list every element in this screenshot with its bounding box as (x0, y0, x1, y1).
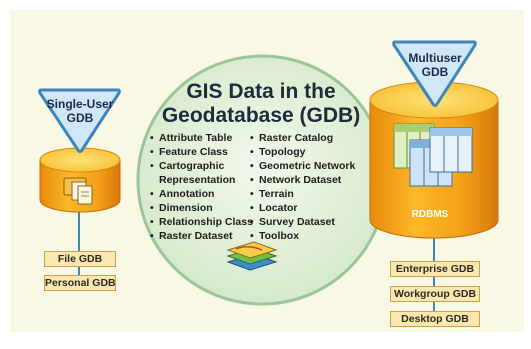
enterprise-gdb-tag: Enterprise GDB (390, 261, 480, 277)
single-user-label-line1: Single-User (46, 97, 114, 111)
list-item: Raster Dataset (150, 229, 253, 243)
list-item: Raster Catalog (250, 131, 355, 145)
rdbms-label: RDBMS (411, 209, 449, 220)
left-data-type-list: Attribute Table Feature Class Cartograph… (150, 131, 253, 243)
single-user-gdb-label: Single-User GDB (45, 97, 115, 125)
list-item: Cartographic (150, 159, 253, 173)
list-item: Geometric Network (250, 159, 355, 173)
list-item: Feature Class (150, 145, 253, 159)
desktop-gdb-tag: Desktop GDB (390, 311, 480, 327)
title-line2: Geodatabase (GDB) (161, 104, 361, 127)
multiuser-triangle (392, 40, 477, 107)
list-item: Topology (250, 145, 355, 159)
list-item: Attribute Table (150, 131, 253, 145)
list-item: Relationship Class (150, 215, 253, 229)
geodatabase-title: GIS Data in the Geodatabase (GDB) (150, 80, 372, 128)
list-item: Network Dataset (250, 173, 355, 187)
file-gdb-tag: File GDB (44, 251, 116, 267)
list-item: Terrain (250, 187, 355, 201)
list-item: Toolbox (250, 229, 355, 243)
multiuser-label-line1: Multiuser (408, 51, 462, 65)
right-data-type-list: Raster Catalog Topology Geometric Networ… (250, 131, 355, 243)
list-item: Annotation (150, 187, 253, 201)
personal-gdb-tag: Personal GDB (44, 275, 116, 291)
map-layers-icon (226, 241, 278, 271)
single-user-triangle (38, 88, 121, 153)
folder-files-icon (63, 177, 93, 205)
single-user-label-line2: GDB (66, 111, 94, 125)
tables-icon (393, 123, 473, 187)
list-item: Survey Dataset (250, 215, 355, 229)
multiuser-gdb-label: Multiuser GDB (400, 51, 470, 79)
title-line1: GIS Data in the (186, 80, 336, 103)
list-item-continuation: Representation (159, 174, 236, 186)
list-item: Dimension (150, 201, 253, 215)
multiuser-label-line2: GDB (421, 65, 449, 79)
list-item: Locator (250, 201, 355, 215)
workgroup-gdb-tag: Workgroup GDB (390, 286, 480, 302)
